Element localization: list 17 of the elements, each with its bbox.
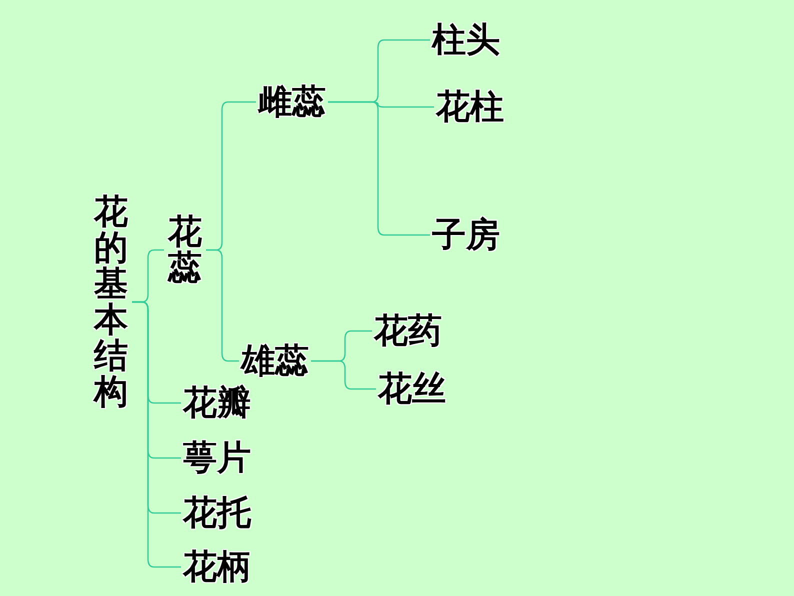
term-label: 花的基本结构 [92, 194, 130, 410]
term-label: 花柄 [183, 549, 251, 585]
term-label: 雄蕊 [241, 343, 309, 379]
term-label: 花药 [374, 313, 442, 349]
bracket-line [311, 360, 376, 390]
term-label: 雌蕊 [258, 84, 326, 120]
term-label: 花托 [183, 495, 251, 531]
bracket-line [132, 301, 181, 568]
bracket-line [328, 101, 430, 236]
bracket-line [206, 249, 239, 362]
term-label: 花蕊 [166, 214, 204, 286]
term-label: 花瓣 [183, 385, 251, 421]
term-label: 花丝 [378, 371, 446, 407]
term-label: 花柱 [436, 89, 504, 125]
term-label: 柱头 [432, 22, 500, 58]
term-label: 子房 [432, 217, 500, 253]
term-label: 萼片 [183, 440, 251, 476]
